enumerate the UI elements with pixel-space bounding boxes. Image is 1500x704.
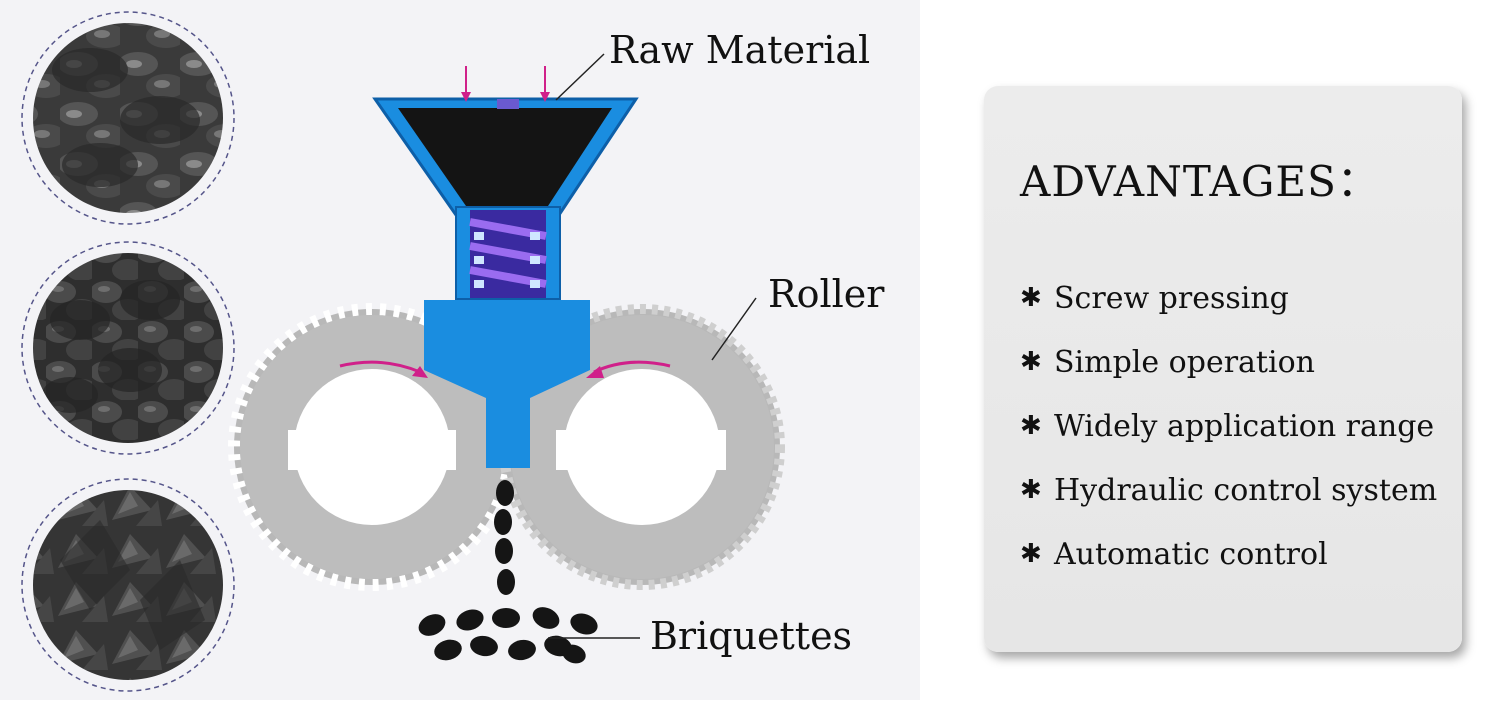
advantage-text: Widely application range — [1054, 408, 1435, 444]
asterisk-icon: ✱ — [1020, 475, 1042, 505]
advantage-item: ✱ Widely application range — [1020, 394, 1437, 458]
advantage-item: ✱ Hydraulic control system — [1020, 458, 1437, 522]
raw-material-leader — [555, 53, 605, 101]
asterisk-icon: ✱ — [1020, 283, 1042, 313]
sample-photo-oval-briquettes — [21, 241, 235, 455]
briquette-machine-diagram: Raw Material Roller Briquettes — [0, 0, 920, 700]
roller-label: Roller — [768, 272, 885, 316]
sample-photo-pillow-briquettes — [21, 11, 235, 225]
machine-illustration — [21, 11, 785, 692]
advantage-text: Hydraulic control system — [1054, 472, 1438, 508]
asterisk-icon: ✱ — [1020, 411, 1042, 441]
advantages-panel: ADVANTAGES： ✱ Screw pressing ✱ Simple oper… — [984, 86, 1462, 652]
advantage-text: Simple operation — [1054, 344, 1315, 380]
press-head — [424, 300, 590, 468]
left-rotation-arrow — [339, 360, 421, 374]
raw-material-label: Raw Material — [609, 28, 871, 72]
asterisk-icon: ✱ — [1020, 539, 1042, 569]
advantages-list: ✱ Screw pressing ✱ Simple operation ✱ Widel… — [1020, 266, 1437, 586]
advantage-item: ✱ Screw pressing — [1020, 266, 1437, 330]
sample-photo-cube-briquettes — [21, 478, 235, 692]
asterisk-icon: ✱ — [1020, 347, 1042, 377]
advantage-text: Automatic control — [1054, 536, 1328, 572]
falling-briquettes — [418, 480, 598, 664]
advantage-text: Screw pressing — [1054, 280, 1289, 316]
hopper — [372, 66, 639, 300]
advantages-title: ADVANTAGES： — [1020, 157, 1380, 206]
roller-leader — [711, 297, 757, 361]
right-roller — [499, 304, 785, 590]
left-roller — [228, 303, 516, 591]
advantage-item: ✱ Automatic control — [1020, 522, 1437, 586]
briquettes-label: Briquettes — [650, 614, 853, 658]
advantage-item: ✱ Simple operation — [1020, 330, 1437, 394]
